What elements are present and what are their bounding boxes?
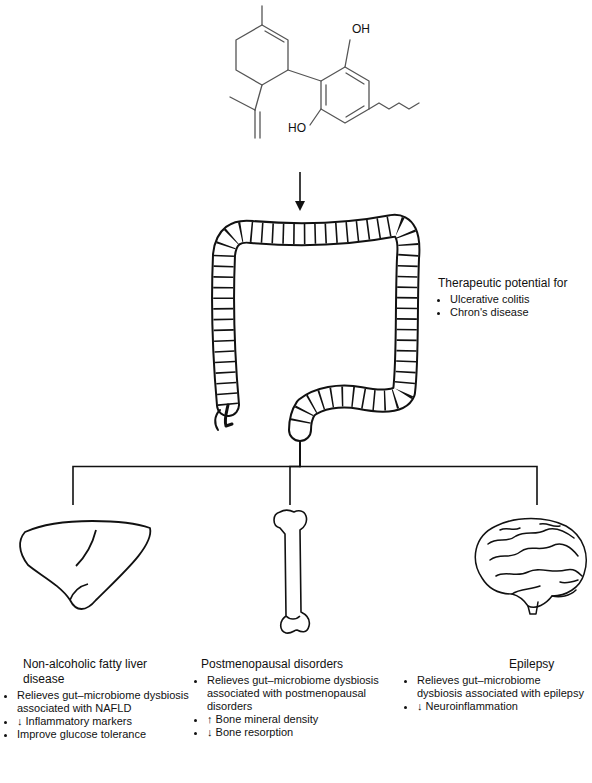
bullet-item: ↓ Inflammatory markers — [17, 715, 190, 728]
bullet-item: ↓ Neuroinflammation — [417, 700, 588, 713]
node-heading: Non-alcoholic fatty liver disease — [5, 657, 190, 687]
bone-node: Postmenopausal disordersRelieves gut–mic… — [195, 505, 395, 741]
bullet-list: Relieves gut–microbiome dysbiosis associ… — [5, 689, 190, 741]
bullet-item: Improve glucose tolerance — [17, 728, 190, 741]
connector — [300, 432, 537, 505]
connector-line — [299, 172, 301, 203]
molecule-node: OH HO — [208, 0, 428, 172]
node-heading: Therapeutic potential for — [438, 276, 588, 291]
text-block: Therapeutic potential forUlcerative coli… — [438, 276, 588, 319]
bullet-item: Relieves gut–microbiome dysbiosis associ… — [17, 689, 190, 715]
atom-label: HO — [288, 121, 306, 135]
liver-node: Non-alcoholic fatty liver diseaseRelieve… — [5, 505, 190, 743]
node-heading: Epilepsy — [405, 657, 588, 672]
colon-node: Therapeutic potential forUlcerative coli… — [205, 212, 590, 432]
bullet-item: Ulcerative colitis — [450, 293, 588, 306]
bullet-list: Relieves gut–microbiome dysbiosis associ… — [405, 674, 588, 713]
node-heading: Postmenopausal disorders — [195, 657, 395, 672]
text-block: Postmenopausal disordersRelieves gut–mic… — [195, 657, 395, 739]
bullet-list: Ulcerative colitisChron's disease — [438, 293, 588, 319]
atom-label: OH — [352, 22, 370, 36]
bullet-item: Relieves gut–microbiome dysbiosis associ… — [417, 674, 588, 700]
bullet-item: ↓ Bone resorption — [207, 726, 395, 739]
connector — [73, 432, 300, 505]
connector — [295, 172, 305, 211]
bullet-item: ↑ Bone mineral density — [207, 713, 395, 726]
text-block: Non-alcoholic fatty liver diseaseRelieve… — [5, 657, 190, 741]
bullet-item: Relieves gut–microbiome dysbiosis associ… — [207, 674, 395, 713]
bullet-list: Relieves gut–microbiome dysbiosis associ… — [195, 674, 395, 739]
connector-line — [73, 432, 300, 505]
text-block: EpilepsyRelieves gut–microbiome dysbiosi… — [405, 657, 588, 713]
connector — [290, 432, 300, 505]
bullet-item: Chron's disease — [450, 306, 588, 319]
connector-line — [300, 432, 537, 505]
brain-node: EpilepsyRelieves gut–microbiome dysbiosi… — [405, 505, 588, 715]
arrow-head — [295, 201, 305, 211]
connector-line — [290, 432, 300, 505]
